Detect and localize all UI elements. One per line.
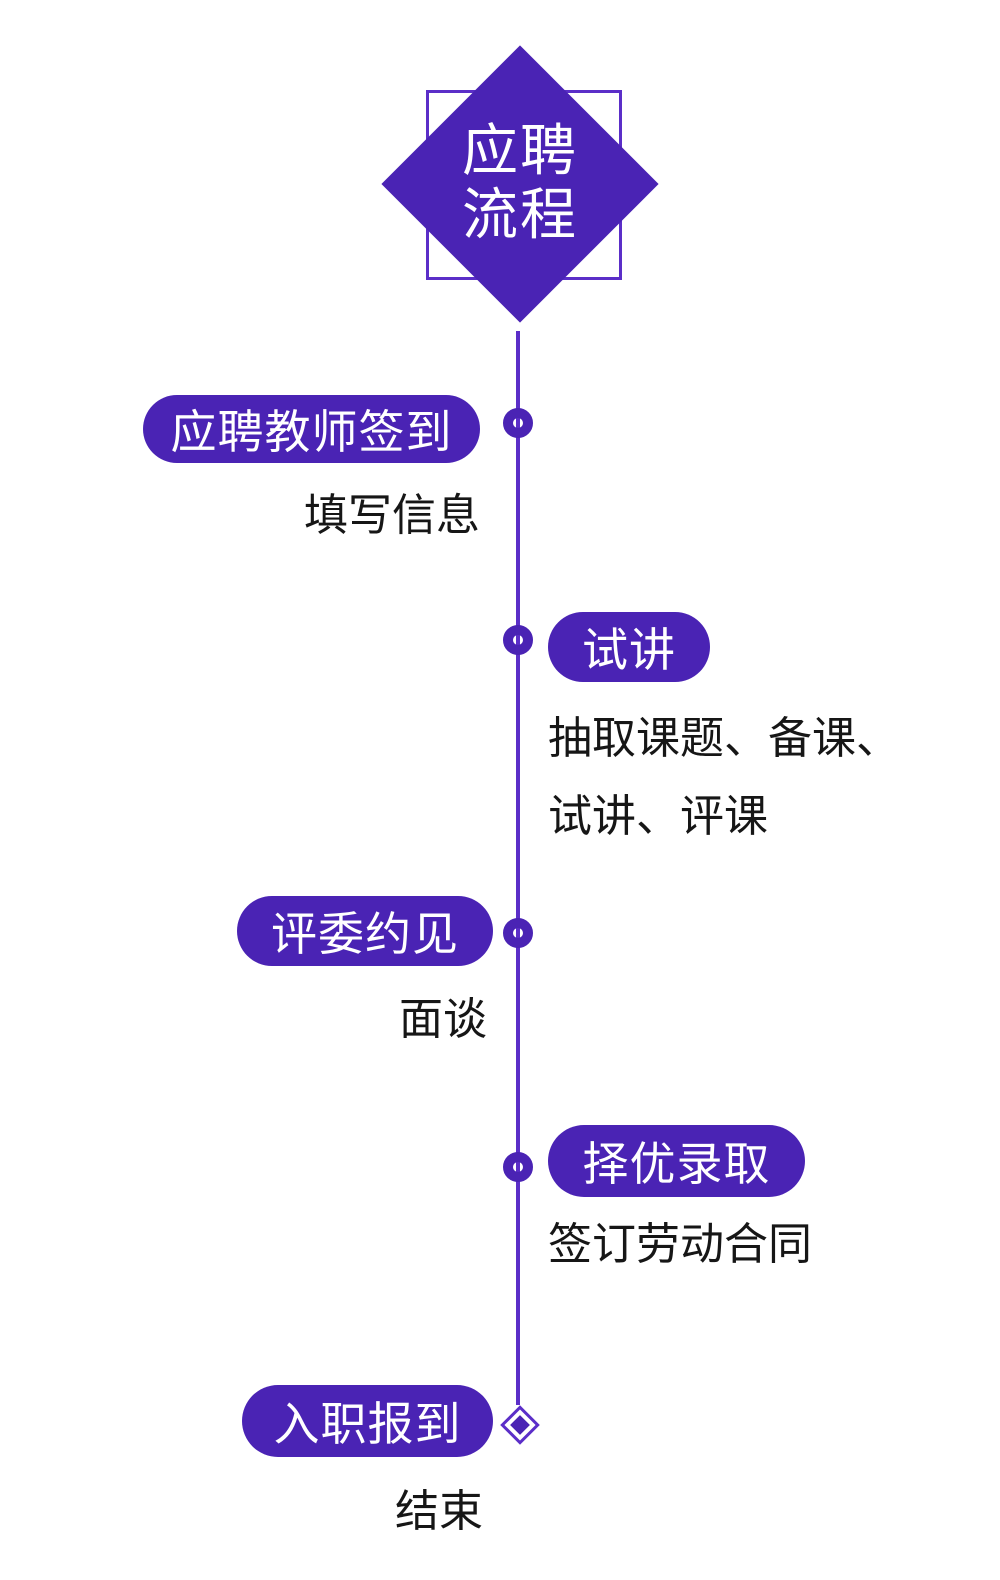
step-description-trial-lecture-line2: 试讲、评课 [548,791,768,842]
flow-title-line1: 应聘 [462,119,578,184]
title-diamond-icon: 应聘 流程 [381,45,659,323]
timeline-end-diamond-icon [500,1405,540,1445]
step-description-trial-lecture-line1: 抽取课题、备课、 [548,713,900,764]
step-pill-merit-admission: 择优录取 [548,1125,805,1197]
step-pill-onboarding: 入职报到 [242,1385,493,1457]
step-description-judges-meeting: 面谈 [399,994,487,1045]
step-pill-trial-lecture: 试讲 [548,612,710,682]
timeline-end-diamond-inner-icon [510,1415,530,1435]
timeline-line [516,331,520,1405]
step-pill-judges-meeting: 评委约见 [237,896,493,966]
step-description-onboarding: 结束 [395,1486,483,1537]
timeline-node-3-donut-icon [503,918,533,948]
flow-title: 应聘 流程 [422,86,618,282]
step-description-merit-admission: 签订劳动合同 [548,1219,812,1270]
timeline-node-4-donut-icon [503,1152,533,1182]
flow-title-line2: 流程 [462,183,578,248]
timeline-node-2-donut-icon [503,625,533,655]
step-pill-sign-in: 应聘教师签到 [143,395,480,463]
timeline-node-1-donut-icon [503,408,533,438]
step-description-trial-lecture: 抽取课题、备课、 试讲、评课 [548,700,900,856]
step-description-sign-in: 填写信息 [304,490,480,541]
